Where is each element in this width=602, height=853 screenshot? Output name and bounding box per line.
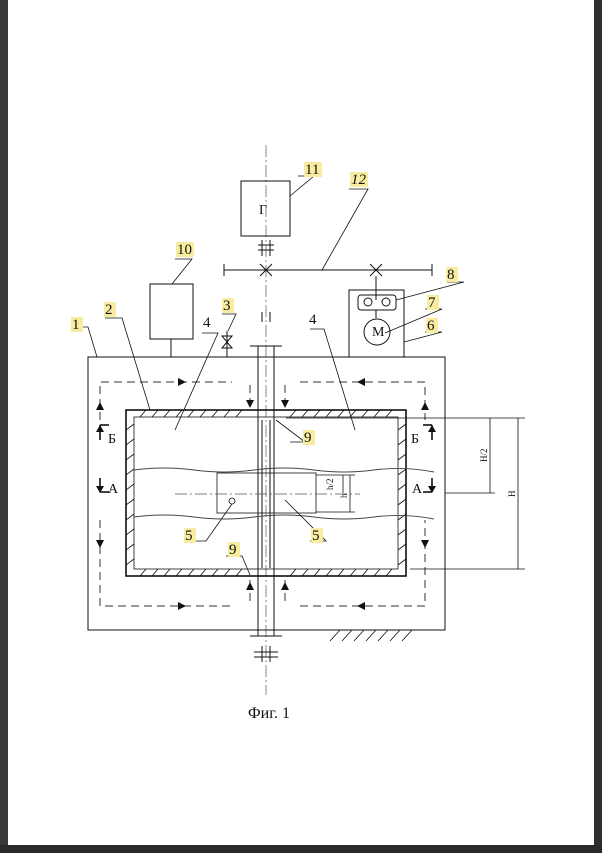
highlight-9b [228, 542, 240, 557]
section-a-left: А [108, 482, 119, 497]
section-b-left: Б [108, 432, 116, 447]
highlight-5a [184, 528, 196, 543]
motor-symbol: М [372, 325, 385, 340]
bottom-frame [0, 845, 602, 853]
motor-7 [363, 318, 391, 346]
label-10: 10 [177, 242, 192, 258]
motor-housing-6 [348, 289, 405, 358]
label-12: 12 [351, 172, 367, 188]
section-markers [96, 424, 436, 493]
highlight-12 [350, 172, 368, 187]
generator-symbol: Г [259, 203, 267, 218]
label-4-left: 4 [203, 315, 211, 331]
belt-drive-8 [357, 294, 397, 311]
label-4-right: 4 [309, 312, 317, 328]
dimension-lines [286, 417, 525, 570]
tank-10 [149, 283, 194, 340]
highlight-3 [222, 298, 234, 313]
highlight-6 [426, 318, 438, 333]
outer-housing [87, 356, 446, 631]
electrode-block [216, 472, 317, 514]
highlight-10 [176, 242, 194, 257]
inner-vessel [125, 409, 407, 577]
figure-caption: Фиг. 1 [248, 705, 290, 722]
inner-vessel-wall [133, 416, 399, 570]
valve-3 [220, 331, 234, 357]
level-upper [133, 467, 435, 473]
label-5-right: 5 [312, 528, 320, 544]
dim-half-h: H/2 [479, 449, 489, 463]
highlight-5b [311, 528, 323, 543]
highlight-8 [446, 267, 458, 282]
right-frame [594, 0, 602, 853]
highlight-1 [71, 317, 83, 332]
section-a-right: А [412, 482, 423, 497]
label-8: 8 [447, 267, 455, 283]
dim-small-half: h/2 [325, 478, 335, 490]
label-1: 1 [72, 317, 80, 333]
label-6: 6 [427, 318, 435, 334]
generator-11 [240, 180, 291, 237]
vessel-hatching [125, 409, 407, 577]
label-9-lower: 9 [229, 542, 237, 558]
dim-h: H [507, 490, 517, 497]
highlight-2 [104, 302, 116, 317]
label-9-upper: 9 [304, 430, 312, 446]
document-page [8, 0, 594, 845]
level-lower [133, 514, 435, 520]
highlight-9a [303, 430, 315, 445]
left-frame [0, 0, 8, 853]
electrode-point [228, 497, 236, 505]
ground-hatching [322, 629, 420, 642]
label-11: 11 [305, 162, 319, 178]
label-2: 2 [105, 302, 113, 318]
label-5-left: 5 [185, 528, 193, 544]
label-3: 3 [223, 298, 231, 314]
flow-arrows [96, 378, 429, 610]
label-7: 7 [428, 295, 436, 311]
highlight-7 [427, 295, 439, 310]
highlight-11 [304, 162, 322, 177]
section-b-right: Б [411, 432, 419, 447]
dim-small: h [339, 493, 349, 498]
